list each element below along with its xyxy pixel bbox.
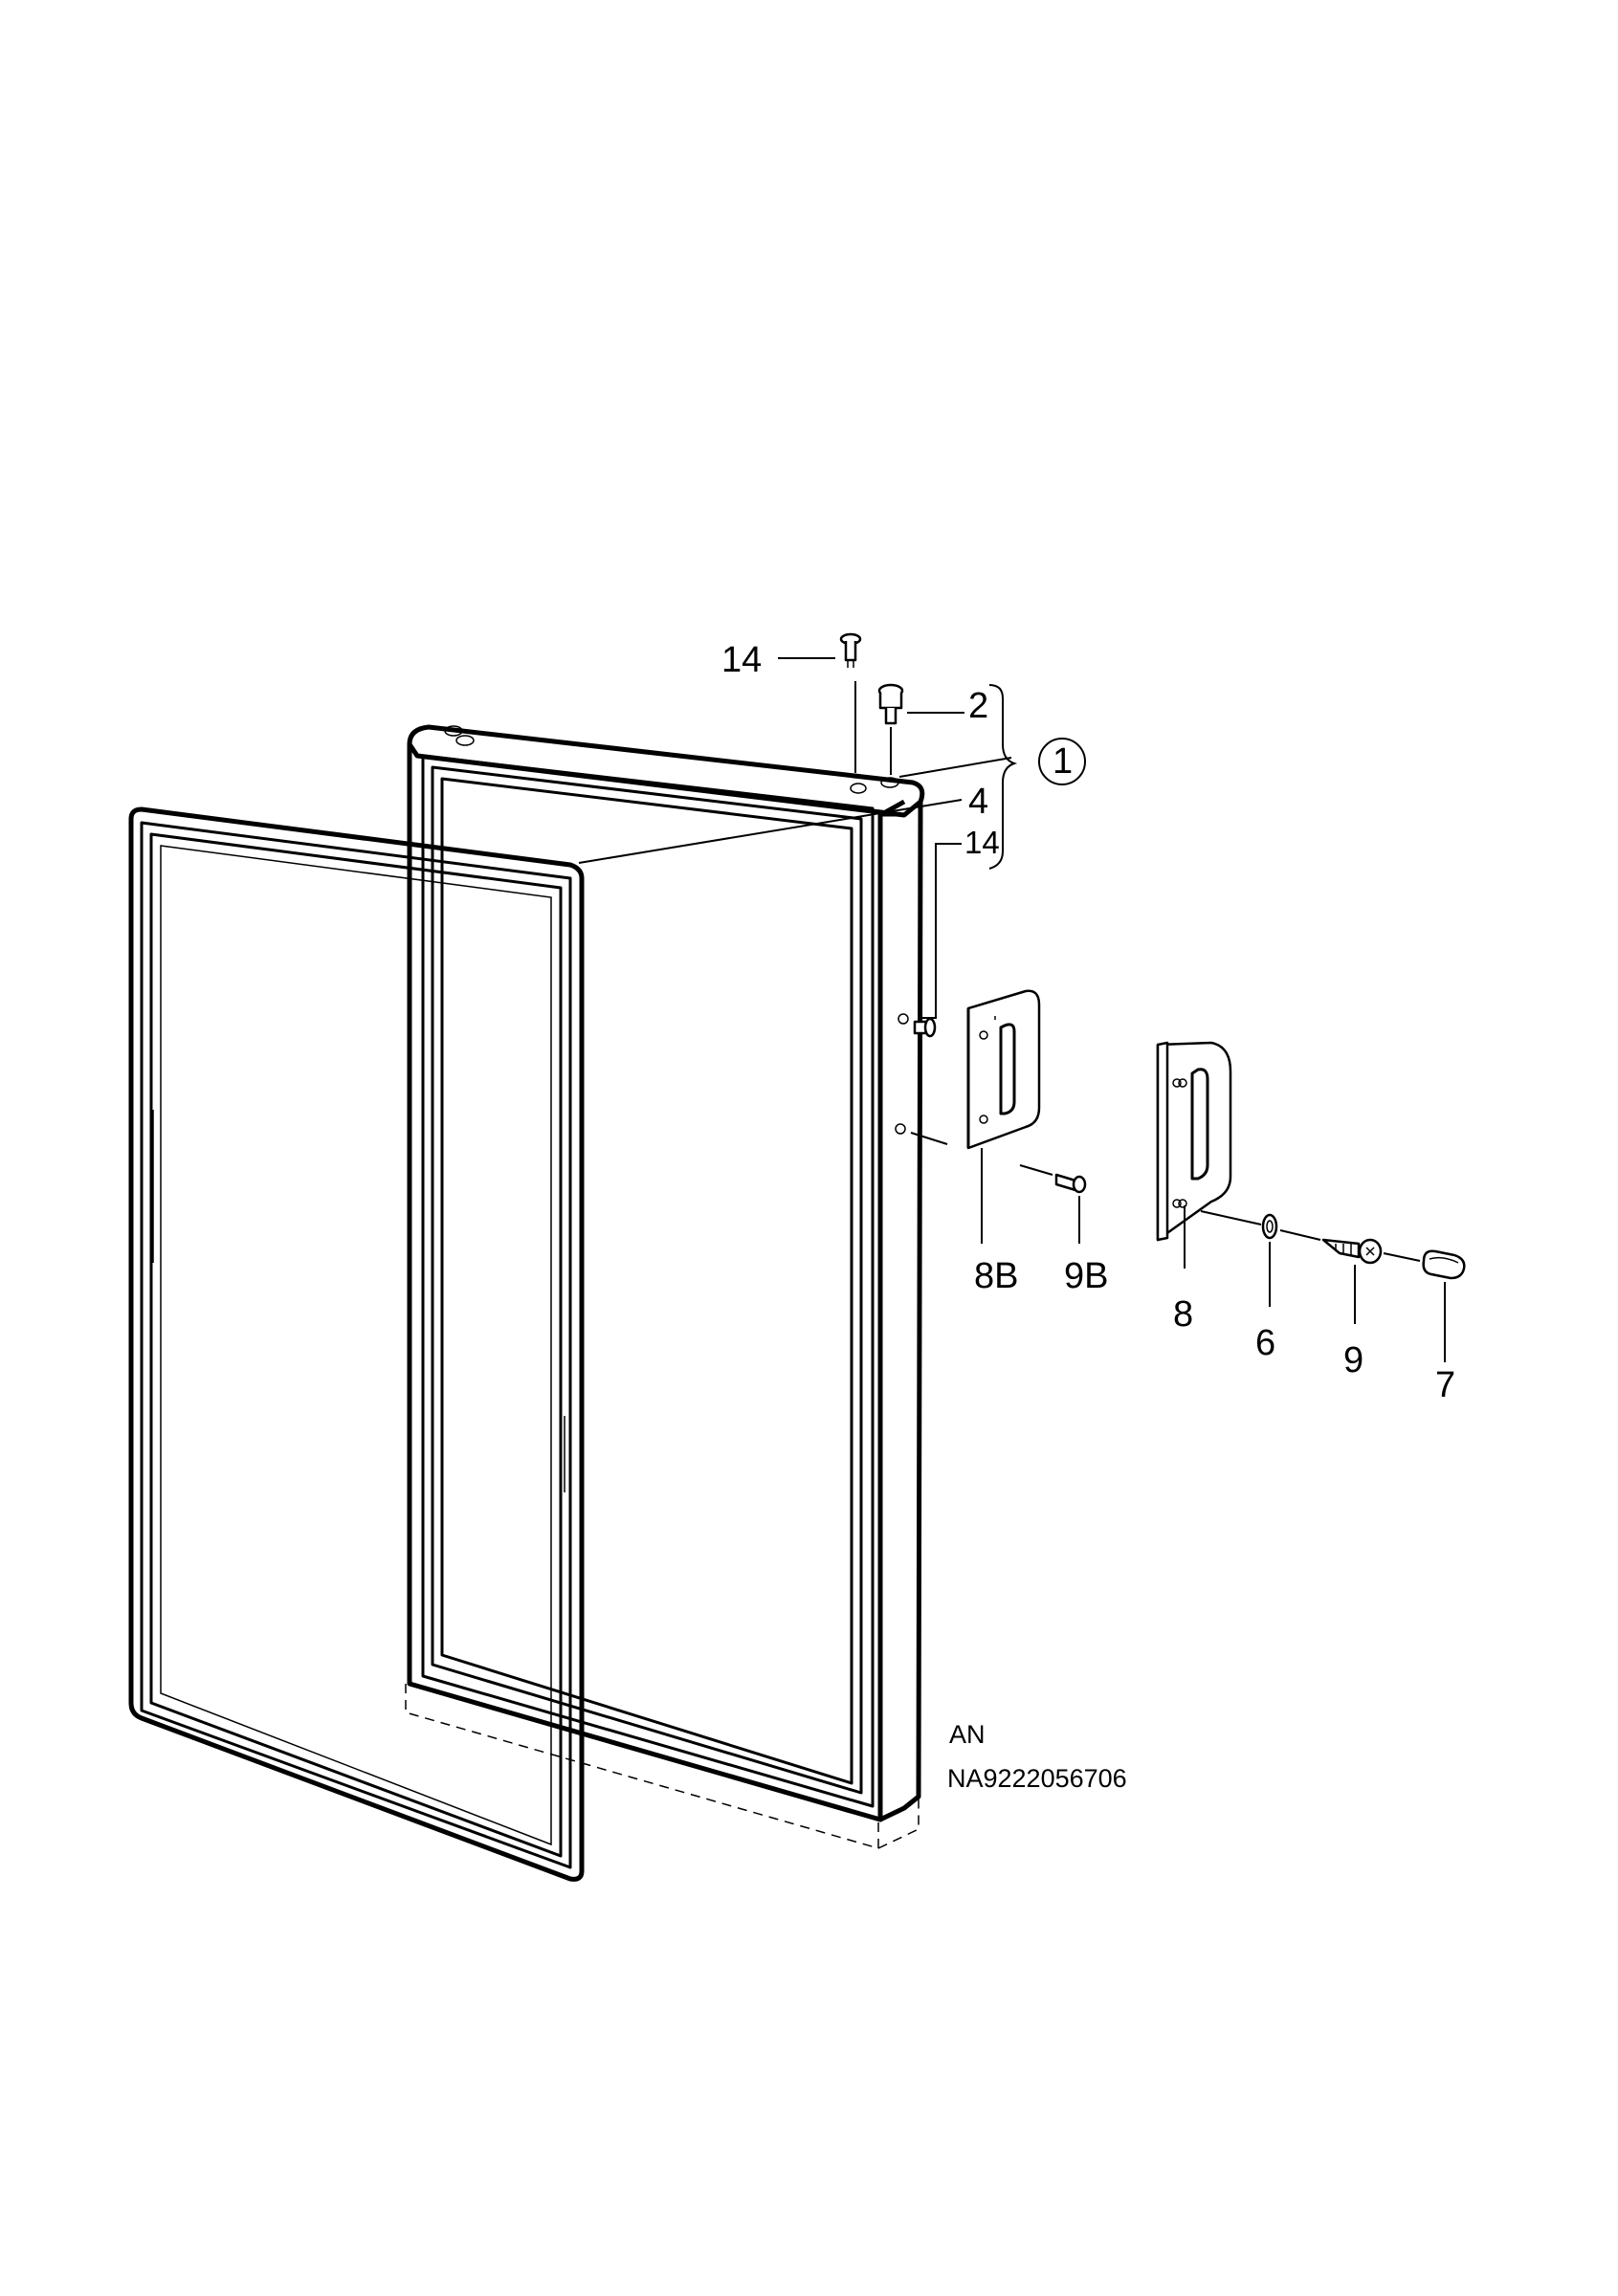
washer-6 — [1261, 1213, 1278, 1240]
label-handle: 8 — [1173, 1294, 1193, 1335]
drawing-number: NA9222056706 — [947, 1764, 1127, 1793]
label-screw-b: 9B — [1064, 1256, 1108, 1296]
door-body — [405, 724, 925, 1849]
label-cap: 7 — [1435, 1365, 1455, 1405]
top-pin — [839, 632, 862, 773]
leader-lines — [578, 657, 1446, 1362]
label-assembly: 1 — [1053, 741, 1073, 782]
label-screw: 9 — [1343, 1340, 1363, 1380]
handle-8b — [966, 989, 1041, 1150]
part-labels: 14 2 1 4 14 8B 9B 8 6 9 7 — [721, 640, 1455, 1405]
drawing-codes: AN NA9222056706 — [947, 1720, 1127, 1793]
variant-code: AN — [949, 1720, 986, 1749]
screw-9 — [1321, 1238, 1383, 1265]
label-handle-b: 8B — [974, 1256, 1018, 1296]
label-hinge-pin: 2 — [968, 686, 988, 726]
hinge-pin — [877, 683, 904, 775]
label-gasket: 4 — [968, 782, 988, 822]
handle-8 — [1156, 1041, 1232, 1242]
door-gasket — [128, 806, 585, 1882]
screw-9b — [1054, 1173, 1087, 1194]
label-pin-top: 14 — [721, 640, 762, 680]
side-pin — [913, 1017, 937, 1038]
cap-7 — [1422, 1249, 1466, 1280]
label-washer: 6 — [1255, 1323, 1275, 1363]
label-pin-side: 14 — [964, 825, 1000, 860]
